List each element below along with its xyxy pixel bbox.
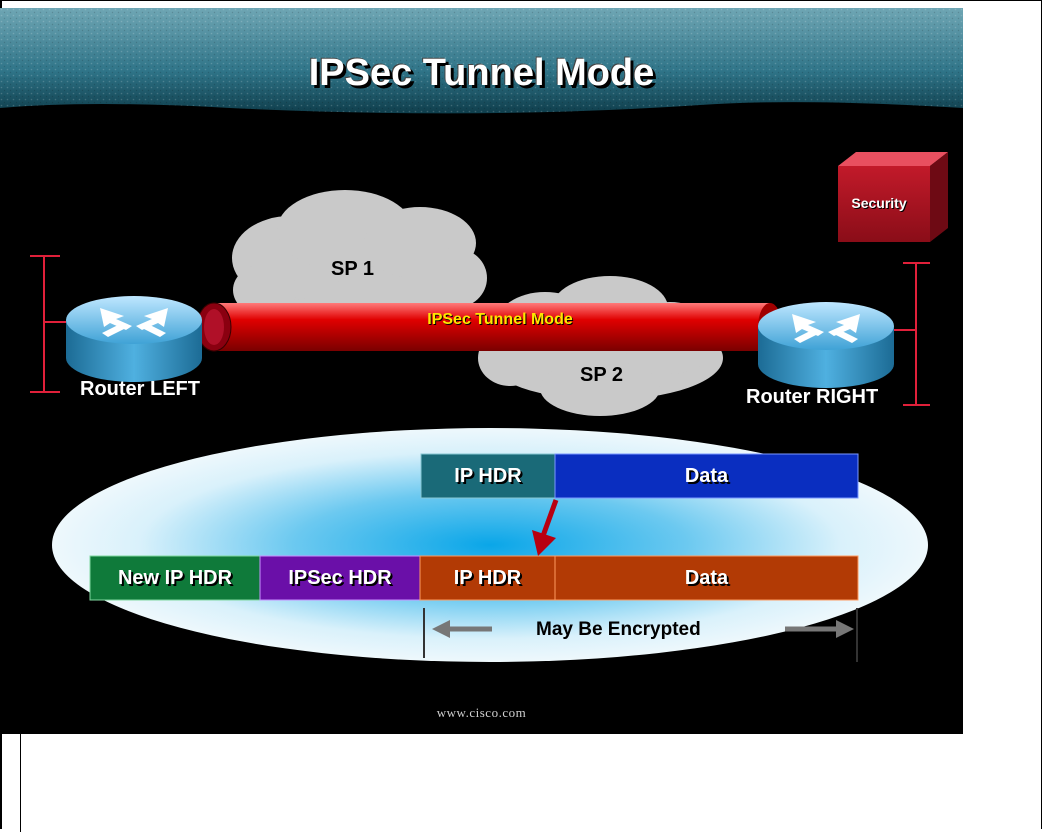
- encrypted-label: May Be Encrypted: [536, 619, 701, 640]
- ipsec-hdr-box: [259, 555, 421, 601]
- footer-url: www.cisco.com: [436, 705, 527, 720]
- cloud-sp1-label: SP 1: [331, 258, 374, 280]
- security-cube-icon: [838, 152, 948, 242]
- router-right-icon: [758, 302, 894, 388]
- cloud-sp2-label: SP 2: [580, 364, 623, 386]
- lan-segment-right: [894, 262, 930, 406]
- encapsulation-arrow-icon: [532, 499, 559, 556]
- router-left-icon: [66, 296, 202, 382]
- ipsec-tunnel: [196, 302, 782, 352]
- slide: IPSec Tunnel Mode: [0, 8, 963, 734]
- inner-data-label: Data: [684, 566, 729, 589]
- title-banner: [0, 8, 963, 114]
- encrypted-range: [423, 608, 858, 662]
- security-label: Security: [851, 195, 907, 211]
- slide-title: IPSec Tunnel Mode: [308, 52, 655, 94]
- orig-ip-hdr-label: IP HDR: [454, 464, 522, 487]
- frame-line: [20, 730, 21, 832]
- new-ip-hdr-box: [89, 555, 261, 601]
- tunnel-label: IPSec Tunnel Mode: [427, 311, 573, 328]
- inner-ip-hdr-label: IP HDR: [453, 566, 522, 589]
- lan-segment-left: [30, 255, 66, 393]
- inner-ip-hdr-box: [419, 555, 556, 601]
- network-diagram: [30, 152, 948, 662]
- cloud-sp1: [232, 190, 487, 316]
- inner-data-box: [554, 555, 859, 601]
- orig-data-box: [554, 453, 859, 499]
- new-ip-hdr-label: New IP HDR: [117, 566, 233, 589]
- ipsec-hdr-label: IPSec HDR: [288, 566, 392, 589]
- orig-data-label: Data: [684, 464, 729, 487]
- orig-ip-hdr-box: [420, 453, 556, 499]
- router-right-label: Router RIGHT: [746, 386, 879, 408]
- router-left-label: Router LEFT: [80, 378, 200, 400]
